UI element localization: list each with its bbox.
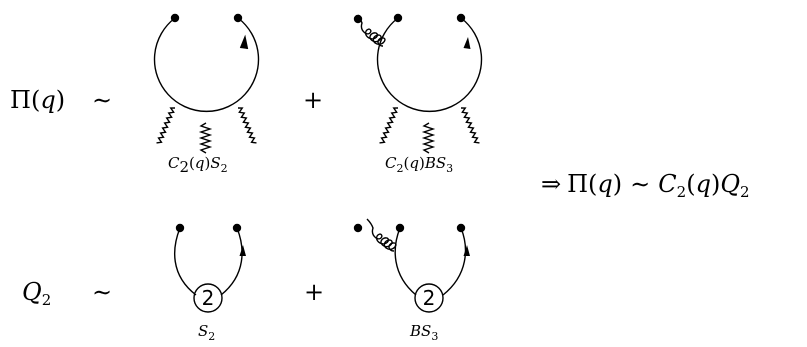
diagram-2-label: C2(q)BS3 xyxy=(385,154,453,175)
arrowhead-icon xyxy=(239,245,246,256)
row1-plus: + xyxy=(303,86,323,114)
quark-endpoint-right xyxy=(233,13,243,23)
arrowhead-icon xyxy=(240,37,248,49)
gluon-leg-middle xyxy=(198,122,213,154)
vertex-circle xyxy=(193,283,223,313)
vertex-circle xyxy=(414,283,444,313)
diagram-3: 2 xyxy=(173,223,246,313)
result-expression: ⇒Π(q)∼C2(q)Q2 xyxy=(541,170,750,201)
gluon-leg-right xyxy=(460,107,480,144)
diagram-3-label: S2 xyxy=(198,322,215,343)
vertex-number: 2 xyxy=(423,286,436,310)
gluon-leg-left xyxy=(156,107,176,144)
quark-line-left xyxy=(394,227,417,296)
gluon-leg-right xyxy=(237,107,257,144)
diagram-1-label: C2(q)S2 xyxy=(168,154,228,176)
row1-sim: ∼ xyxy=(92,86,112,114)
quark-endpoint-left xyxy=(170,13,180,23)
gluon-endpoint xyxy=(353,14,363,24)
quark-line-left xyxy=(173,227,197,296)
row1-lhs: Π(q) xyxy=(10,86,65,114)
diagram-1 xyxy=(153,13,260,154)
quark-line-right xyxy=(220,227,243,296)
arrowhead-icon xyxy=(463,37,471,49)
vertex-number: 2 xyxy=(202,286,215,310)
quark-endpoint-left xyxy=(393,13,403,23)
quark-endpoint-right xyxy=(456,13,466,23)
gluon-spiral xyxy=(366,218,397,252)
diagram-4: 2 xyxy=(353,218,470,313)
row2-lhs: Q2 xyxy=(22,278,51,309)
gluon-leg-left xyxy=(379,107,399,144)
row2-sim: ∼ xyxy=(92,278,112,306)
quark-loop-1 xyxy=(153,17,260,113)
gluon-leg-middle xyxy=(421,122,436,154)
row2-plus: + xyxy=(304,278,324,306)
gluon-spiral xyxy=(357,14,386,47)
arrowhead-icon xyxy=(463,245,470,256)
quark-line-right xyxy=(442,227,467,296)
diagram-4-label: BS3 xyxy=(409,322,438,343)
diagram-2 xyxy=(353,13,483,154)
gluon-endpoint xyxy=(353,223,363,233)
quark-loop-2 xyxy=(376,17,483,113)
